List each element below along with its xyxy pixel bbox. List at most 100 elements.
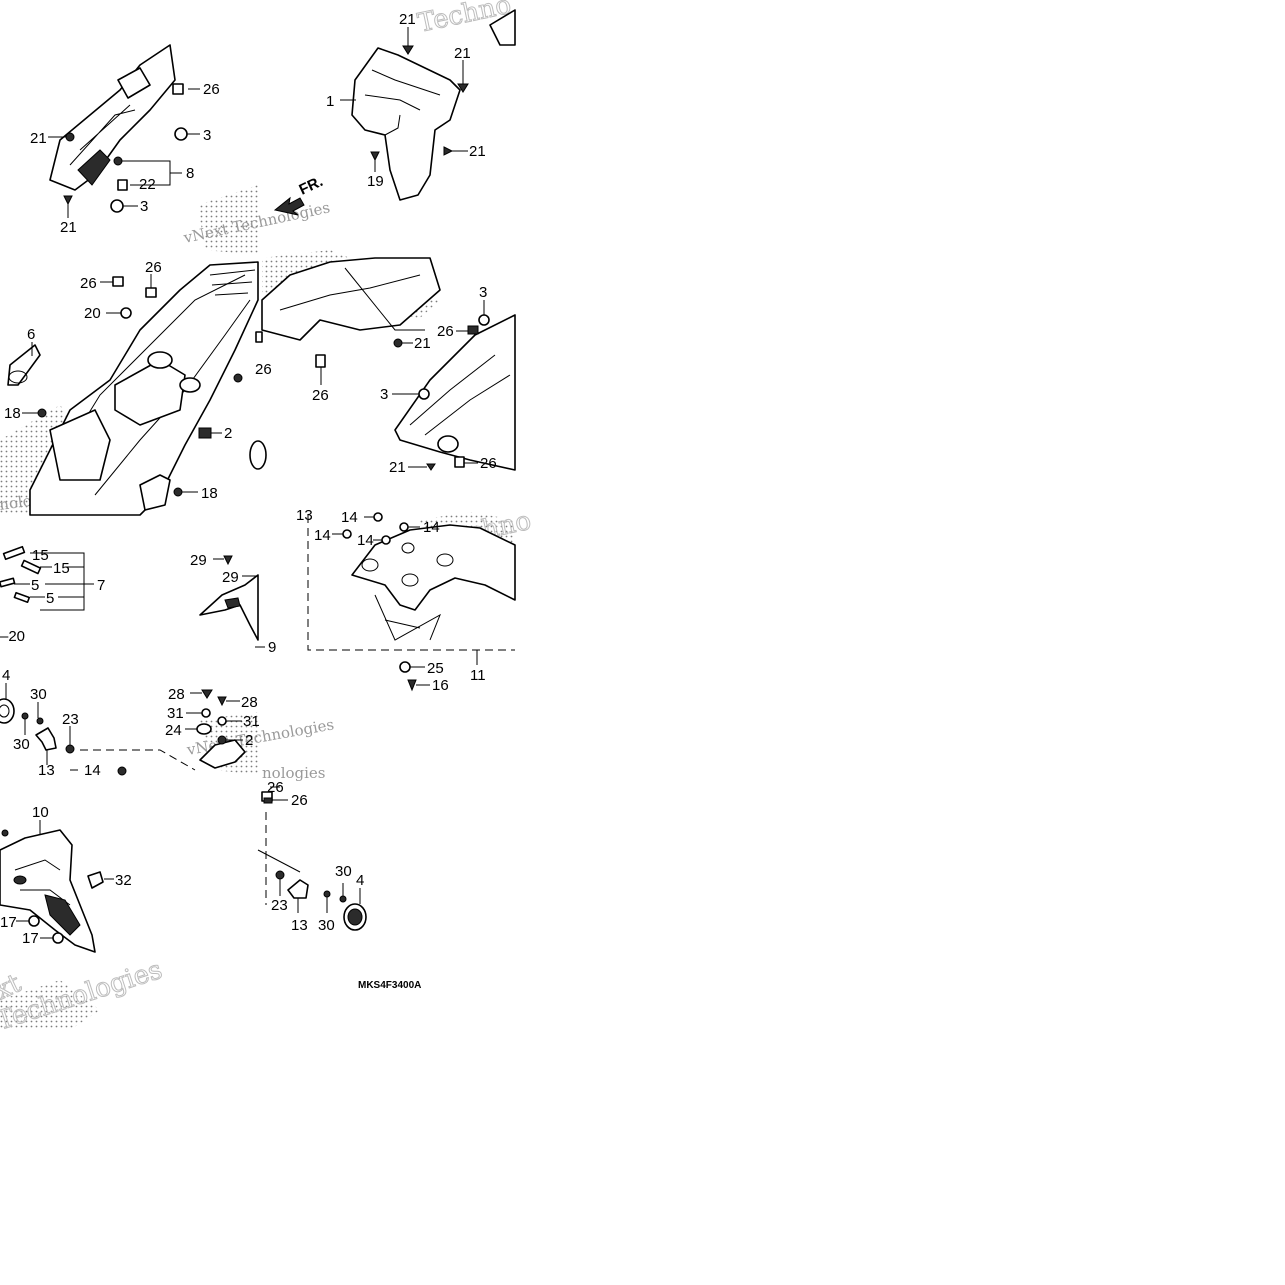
callout-label: 10 (32, 804, 49, 821)
washer-icon (381, 535, 391, 545)
callout-label: 28 (241, 694, 258, 711)
reflector-left (0, 698, 15, 724)
tail-bracket (351, 524, 516, 611)
washer-icon (201, 708, 211, 718)
callout-label: 4 (2, 667, 10, 684)
fastener-icon (370, 151, 380, 162)
fastener-icon (173, 487, 183, 497)
mount-boss (147, 351, 173, 369)
bumper-32 (87, 871, 104, 889)
callout-label: 13 (291, 917, 308, 934)
callout-label: 21 (30, 130, 47, 147)
callout-label: 8 (186, 165, 194, 182)
fastener-icon (323, 890, 331, 898)
callout-label: 26 (267, 779, 284, 796)
callout-label: 14 (357, 532, 374, 549)
leader-lines-panel-3 (22, 274, 222, 493)
washer-icon (373, 512, 383, 522)
callout-label: 4 (356, 872, 364, 889)
fastener-icons-panel-2 (370, 45, 469, 162)
callout-label: 24 (165, 722, 182, 739)
callout-label: 22 (139, 176, 156, 193)
clip-icon (172, 83, 184, 95)
callout-label: 21 (469, 143, 486, 160)
leader-lines-panel-4 (320, 300, 485, 468)
callout-label: 21 (414, 335, 431, 352)
pad-5a (0, 577, 16, 588)
pad-15a (2, 545, 26, 561)
callout-label: 21 (389, 459, 406, 476)
callout-label: 23 (62, 711, 79, 728)
callout-label: 13 (296, 507, 313, 524)
fastener-icon (65, 132, 75, 142)
callouts-panel-5: 15 15 5 7 5 –20 (0, 547, 105, 645)
callout-label: 26 (437, 323, 454, 340)
washer-icon (217, 716, 227, 726)
callouts-panel-4: 21 26 3 26 3 21 26 (312, 284, 497, 476)
fastener-icon (339, 895, 347, 903)
grommet-icon (478, 314, 490, 326)
fastener-icon (217, 696, 227, 707)
callout-label: 26 (255, 361, 272, 378)
rear-cover-left-group (49, 44, 176, 191)
fastener-icons-panel-4 (315, 314, 490, 471)
callout-label: 5 (31, 577, 39, 594)
diagram-code: MKS4F3400A (358, 980, 421, 991)
callout-label: 2 (245, 732, 253, 749)
side-cover (394, 314, 516, 471)
callout-label: 3 (203, 127, 211, 144)
fastener-icon (223, 555, 233, 566)
fastener-icon (407, 679, 417, 692)
clip-icon (315, 354, 326, 368)
callout-label: 15 (53, 560, 70, 577)
side-grip (139, 474, 171, 511)
fastener-icon (426, 463, 436, 471)
callout-label: 14 (341, 509, 358, 526)
front-arrow-label: FR. (297, 173, 326, 199)
callout-label: 6 (27, 326, 35, 343)
pad-15b (20, 559, 42, 575)
callout-label: 31 (167, 705, 184, 722)
tank-edge (261, 257, 441, 341)
inner-fender (351, 47, 461, 201)
callout-label: 30 (13, 736, 30, 753)
damper-stack-group: 28 28 31 31 24 2 (165, 686, 260, 769)
fender-corner (489, 9, 516, 46)
license-bracket (49, 409, 111, 481)
rear-cowl (0, 829, 96, 953)
fastener-icon (63, 195, 73, 206)
callout-label: 3 (140, 198, 148, 215)
fastener-icon (233, 373, 243, 383)
callout-label: 9 (268, 639, 276, 656)
callout-label: 21 (60, 219, 77, 236)
callout-label: 21 (399, 11, 416, 28)
callout-label: 26 (203, 81, 220, 98)
callout-label: 11 (470, 667, 486, 684)
callout-label: 17 (0, 914, 17, 931)
callout-label: 26 (312, 387, 329, 404)
callout-label: 3 (380, 386, 388, 403)
grommet-icon (198, 427, 212, 439)
fastener-icon (443, 146, 454, 156)
side-cover-boss (437, 435, 459, 453)
callout-label: 30 (318, 917, 335, 934)
callout-label: 18 (4, 405, 21, 422)
callout-label: 26 (145, 259, 162, 276)
callout-label: 18 (201, 485, 218, 502)
rubber-damper (196, 723, 212, 735)
callout-label: 32 (115, 872, 132, 889)
grommet-icon (110, 199, 124, 213)
fastener-icon (113, 156, 123, 166)
fastener-icon (217, 735, 227, 745)
rear-cover-bracket (117, 67, 151, 99)
callout-label: 14 (314, 527, 331, 544)
callouts-panel-1: 21 26 3 8 22 3 21 (30, 81, 220, 236)
rear-strap (7, 344, 41, 386)
callouts-panel-3: 26 26 20 6 26 18 2 18 (4, 259, 272, 502)
callout-label: 30 (335, 863, 352, 880)
callout-label: 26 (291, 792, 308, 809)
callout-label: 28 (168, 686, 185, 703)
grommet-icon (418, 388, 430, 400)
side-cover-group (261, 257, 516, 471)
callouts-panel-2: 21 21 1 21 19 (326, 11, 486, 190)
